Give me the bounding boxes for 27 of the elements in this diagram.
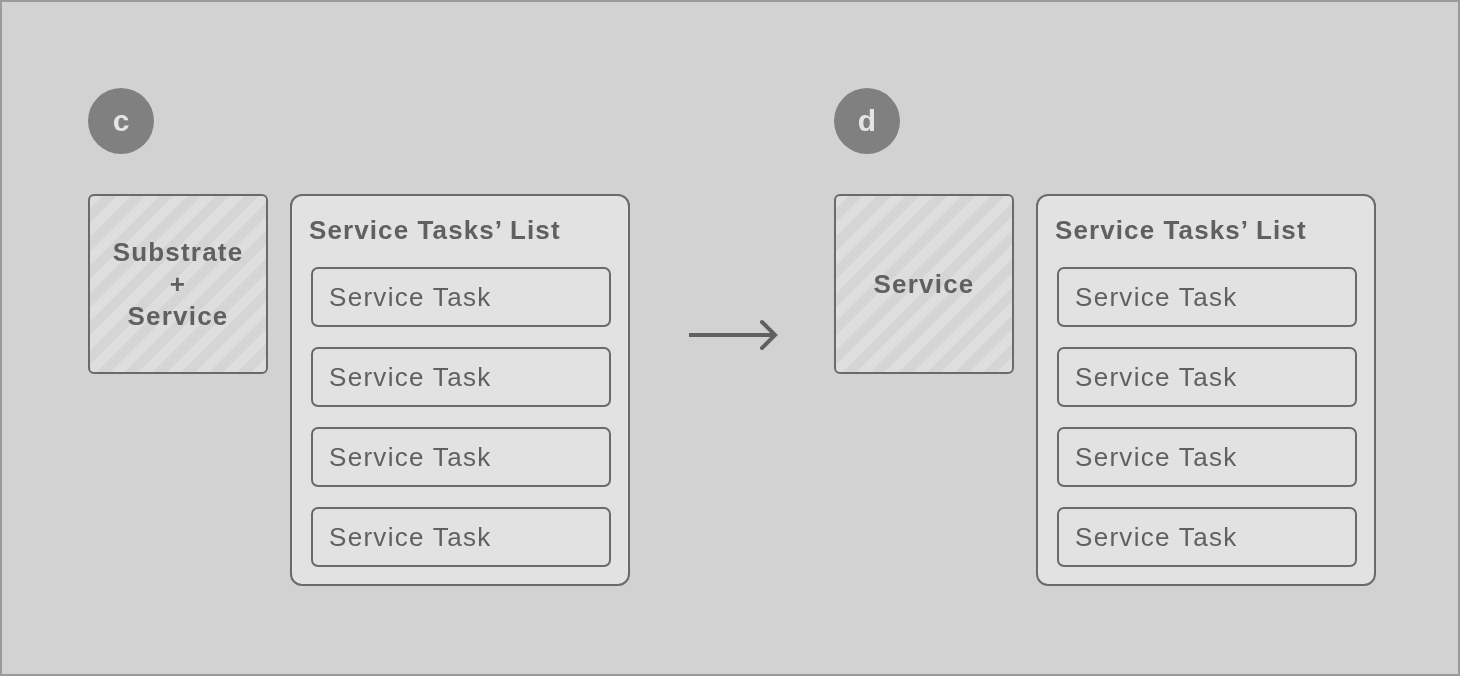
panel-letter: c — [112, 106, 130, 136]
list-title: Service Tasks’ List — [1055, 214, 1307, 246]
panel-letter: d — [857, 106, 877, 136]
task-label: Service Task — [329, 361, 492, 393]
task-label: Service Task — [1075, 441, 1238, 473]
task-box — [1057, 427, 1357, 487]
task-box — [1057, 267, 1357, 327]
task-label: Service Task — [1075, 281, 1238, 313]
task-label: Service Task — [1075, 361, 1238, 393]
list-panel — [1036, 194, 1376, 586]
task-label: Service Task — [329, 521, 492, 553]
list-title: Service Tasks’ List — [309, 214, 561, 246]
task-label: Service Task — [1075, 521, 1238, 553]
arrow — [689, 320, 777, 350]
task-box — [1057, 507, 1357, 567]
task-label: Service Task — [329, 281, 492, 313]
box-label: Substrate + Service — [111, 236, 245, 332]
box-label: Service — [872, 268, 976, 300]
hatched-box — [834, 194, 1014, 374]
task-box — [1057, 347, 1357, 407]
task-box — [311, 507, 611, 567]
task-label: Service Task — [329, 441, 492, 473]
task-box — [311, 427, 611, 487]
task-box — [311, 347, 611, 407]
hatched-box — [88, 194, 268, 374]
task-box — [311, 267, 611, 327]
list-panel — [290, 194, 630, 586]
